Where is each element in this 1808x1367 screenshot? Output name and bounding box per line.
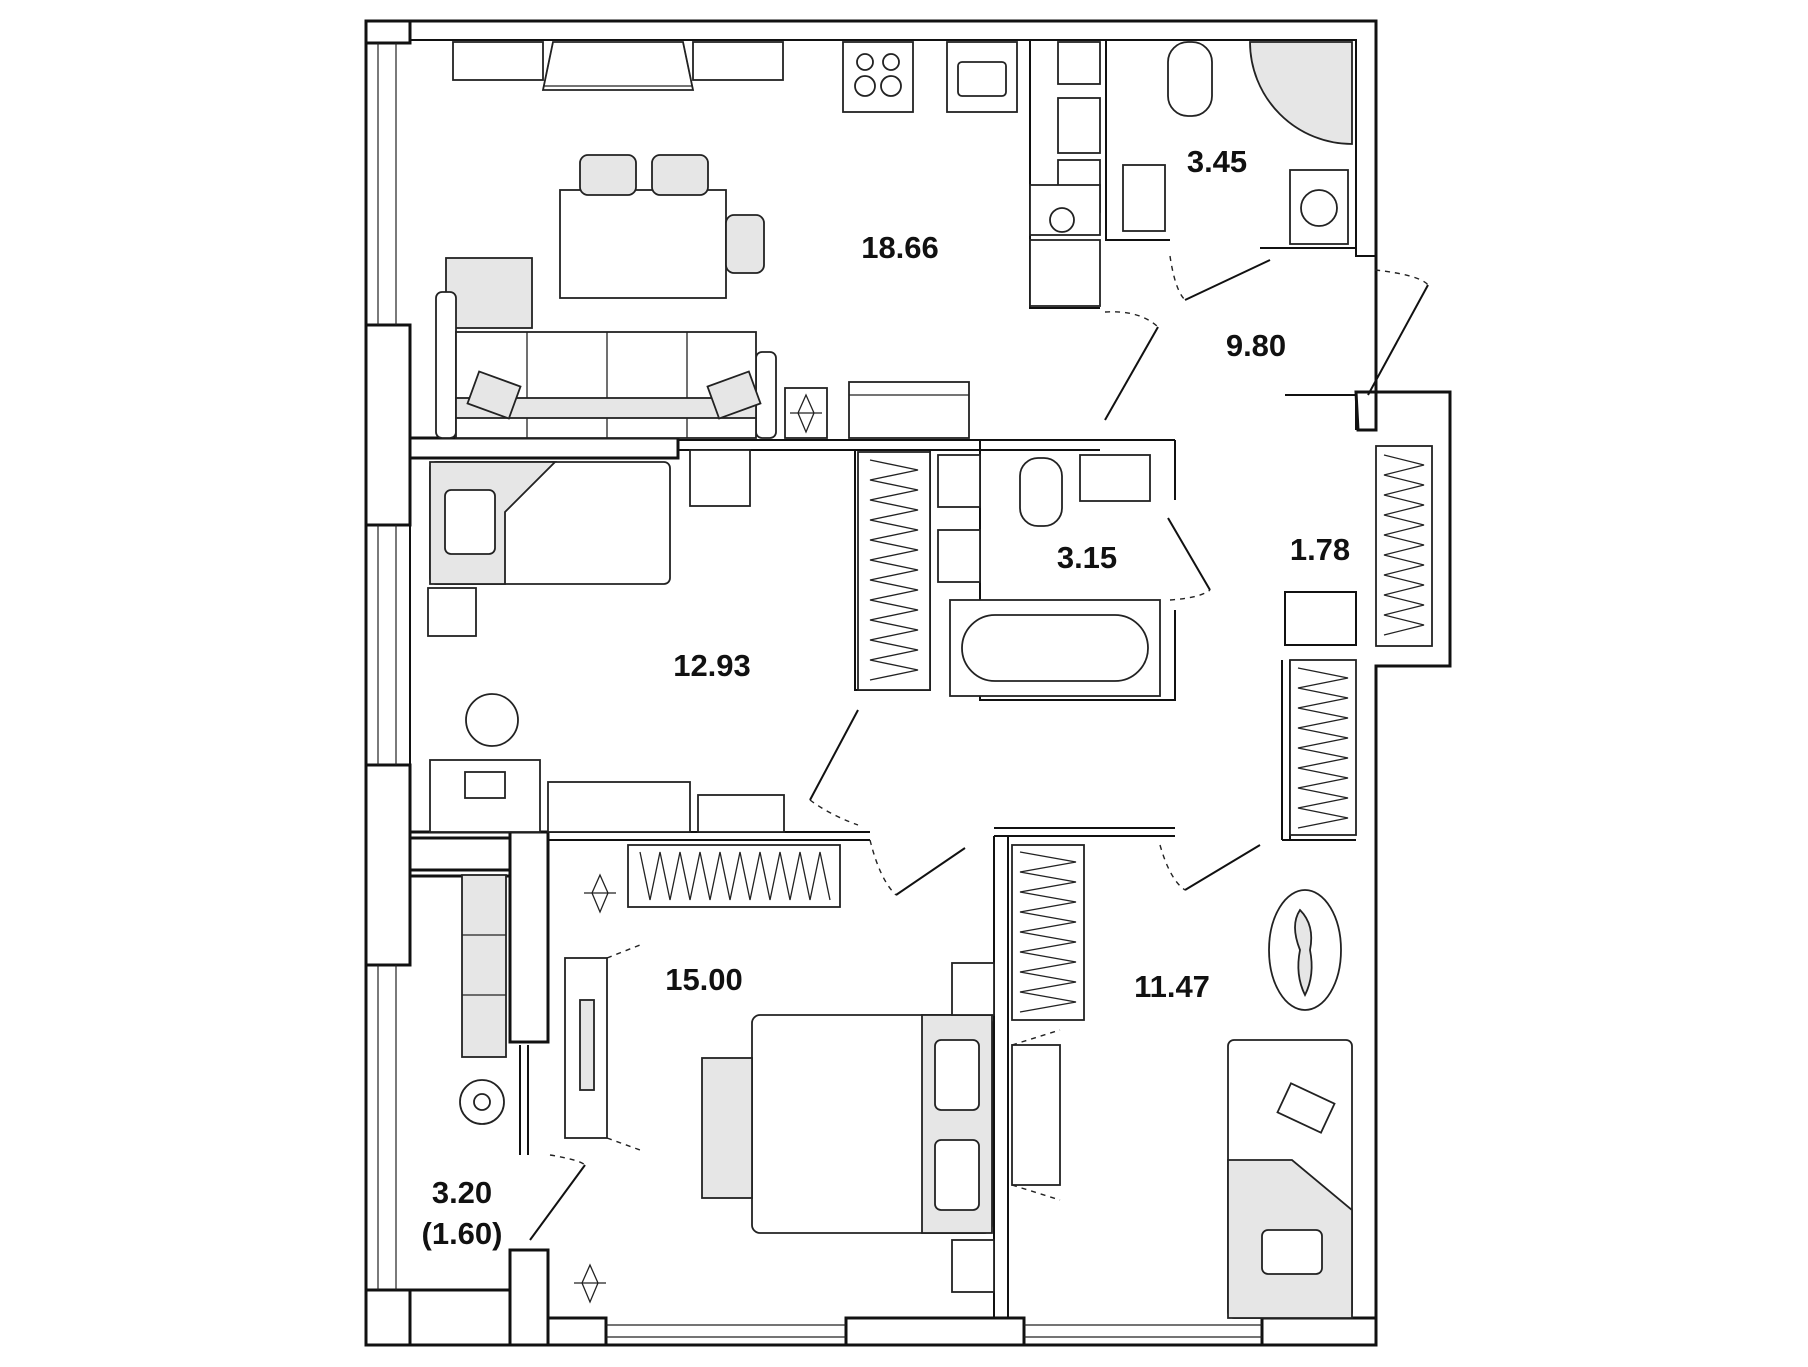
area-label-bedroom-right: 11.47 [1134, 969, 1210, 1004]
area-label-storage: 1.78 [1290, 532, 1350, 567]
washbasin-icon [1122, 164, 1166, 232]
area-label-bathroom-middle: 3.15 [1057, 540, 1117, 575]
bathroom-top-fixtures [1122, 41, 1353, 245]
area-label-balcony-reduced: (1.60) [422, 1216, 503, 1251]
stove-icon [842, 41, 914, 113]
laptop-icon [1276, 1082, 1336, 1134]
kitchen-furniture [435, 41, 1101, 439]
laptop-icon [464, 771, 506, 799]
balcony-bench [461, 874, 507, 1058]
area-label-balcony: 3.20 [432, 1175, 492, 1210]
bedroom-right-furniture [1011, 889, 1353, 1319]
wardrobes [627, 445, 1433, 1021]
toilet-icon [1019, 457, 1063, 527]
dining-table [559, 189, 727, 299]
bedroom-main-furniture [459, 873, 995, 1304]
bedroom-left-furniture [427, 449, 785, 833]
interior-walls [408, 40, 1357, 1347]
area-label-kitchen-living: 18.66 [861, 230, 939, 265]
area-label-bathroom-top: 3.45 [1187, 144, 1247, 179]
pot-icon [465, 693, 519, 747]
doors [529, 255, 1429, 1241]
room-labels: 18.66 3.45 9.80 3.15 1.78 12.93 15.00 11… [422, 144, 1351, 1251]
area-label-bedroom-left: 12.93 [673, 648, 751, 683]
plant-icon [574, 1263, 606, 1304]
bathroom-middle-fixtures [937, 454, 1161, 697]
area-label-bedroom-main: 15.00 [665, 962, 743, 997]
toilet-icon [1167, 41, 1213, 117]
area-label-hallway: 9.80 [1226, 328, 1286, 363]
plant-icon [584, 873, 616, 914]
washbasin-icon [1079, 454, 1151, 502]
